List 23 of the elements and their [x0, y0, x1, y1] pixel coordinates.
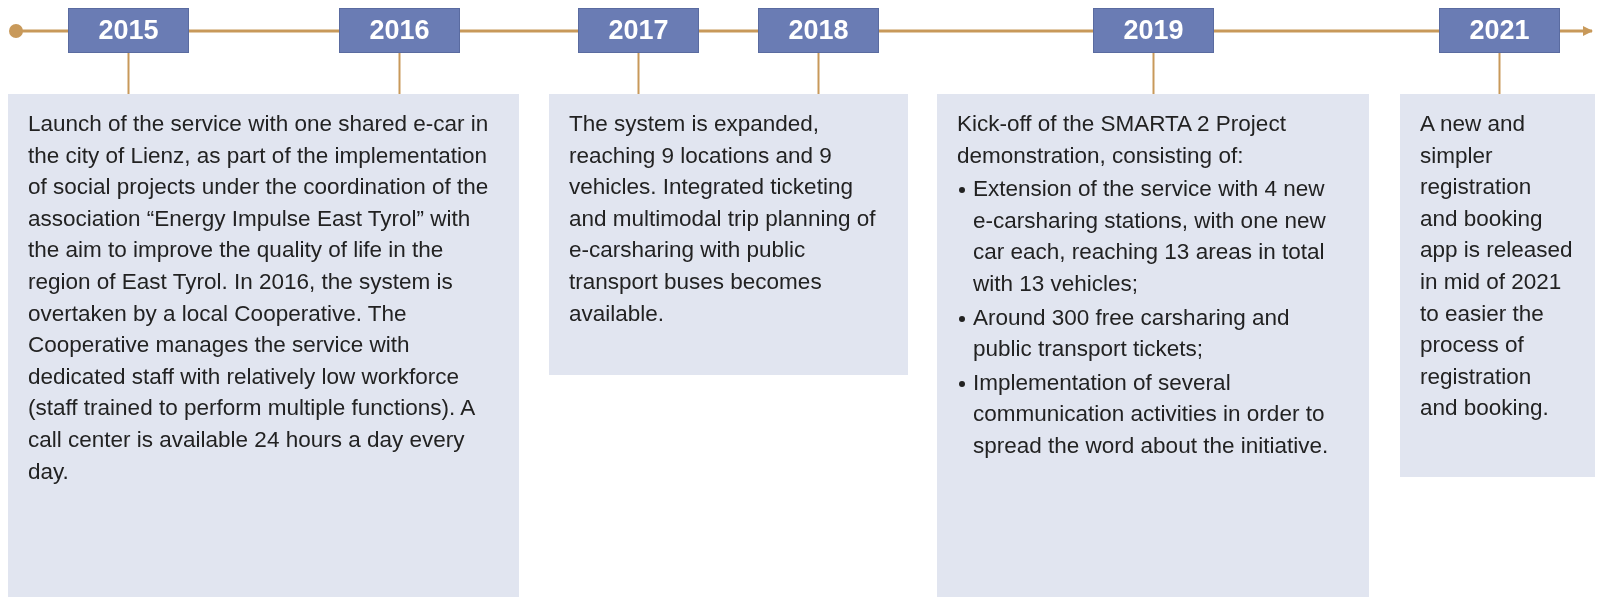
connector-line	[127, 52, 130, 95]
bullet-item: Around 300 free carsharing and public transport tickets;	[973, 301, 1349, 365]
description-box	[8, 94, 519, 597]
connector-line	[398, 52, 401, 95]
description-text: Launch of the service with one shared e-car in the city of Lienz, as part of the implementation of social projects under the coordination of the association “Energy Impulse East Tyrol” with the aim to improve the quality of life in the region of East Tyrol. In 2016, the system is overtaken by a local Cooperative. The Cooperative manages the service with dedicated staff with relatively low workforce (staff trained to perform multiple functions). A call center is available 24 hours a day every day.	[28, 110, 490, 486]
year-label: 2017	[578, 8, 699, 53]
year-label: 2015	[68, 8, 189, 53]
bullet-item: Extension of the service with 4 new e-carsharing stations, with one new car each, reaching 13 areas in total with 13 vehicles;	[973, 173, 1349, 300]
connector-line	[1152, 52, 1155, 95]
connector-line	[1498, 52, 1501, 95]
description-box	[1400, 94, 1595, 477]
bullet-item: Implementation of several communication activities in order to spread the word about the initiative.	[973, 366, 1349, 462]
description-text: The system is expanded, reaching 9 locations and 9 vehicles. Integrated ticketing and multimodal trip planning of e-carsharing with public transport buses becomes available.	[569, 110, 877, 328]
description-text: A new and simpler registration and booking app is released in mid of 2021 to easier the process of registration and booking.	[1420, 110, 1574, 423]
description-text: Kick-off of the SMARTA 2 Project demonstration, consisting of:	[957, 110, 1287, 170]
year-label: 2016	[339, 8, 460, 53]
description-box	[937, 94, 1369, 597]
year-label: 2021	[1439, 8, 1560, 53]
description-box	[549, 94, 908, 375]
year-label: 2019	[1093, 8, 1214, 53]
connector-line	[817, 52, 820, 95]
connector-line	[637, 52, 640, 95]
year-label: 2018	[758, 8, 879, 53]
